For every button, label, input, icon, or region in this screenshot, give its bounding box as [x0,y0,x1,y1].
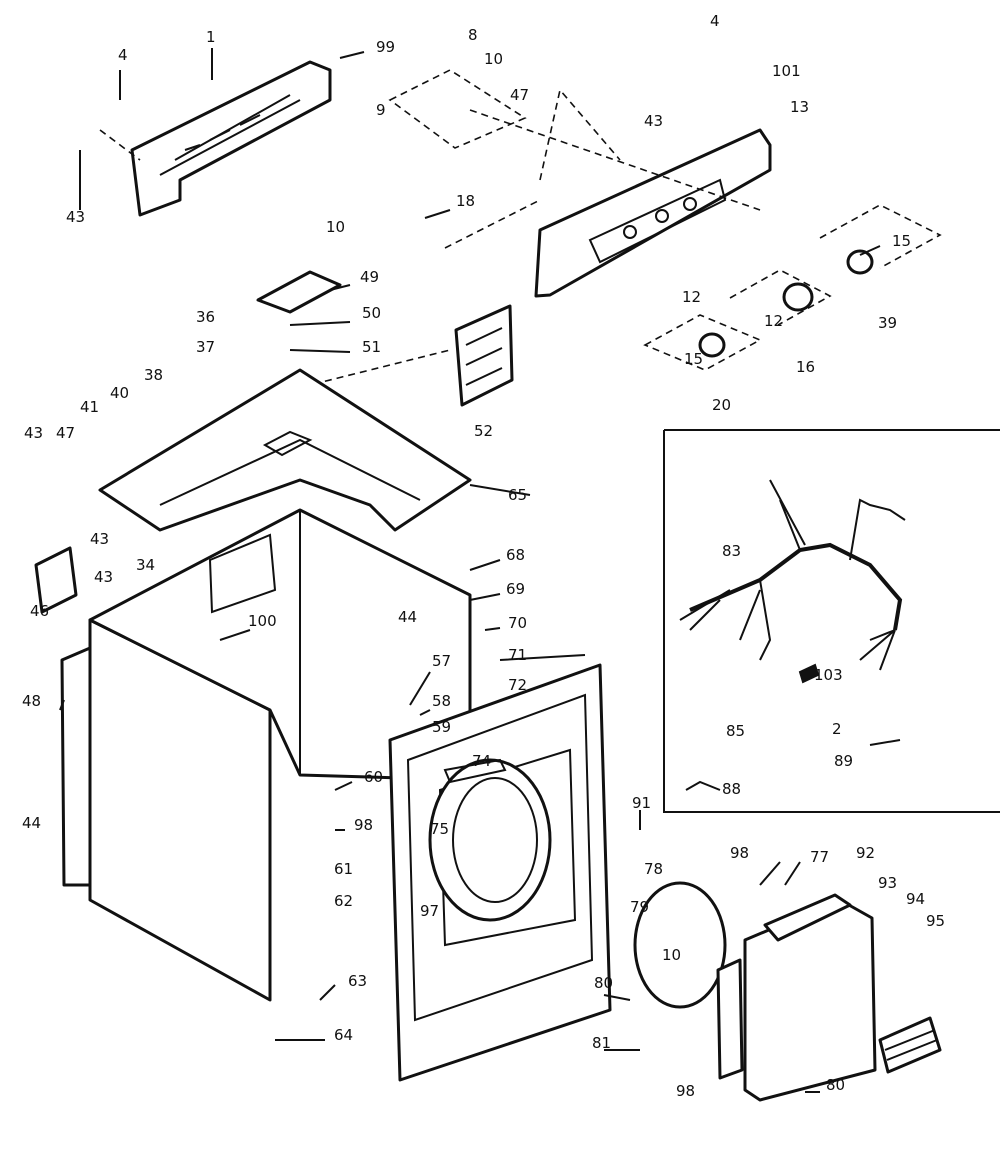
part-number-label: 12 [682,288,701,306]
leader-lines [59,48,881,1093]
part-number-label: 12 [764,312,783,330]
part-number-label: 91 [632,794,651,812]
part-number-label: 43 [644,112,663,130]
part-number-label: 98 [730,844,749,862]
part-number-label: 79 [630,898,649,916]
part-number-label: 103 [814,666,843,684]
cabinet [88,508,472,1002]
part-number-label: 43 [66,208,85,226]
rear-brackets [34,546,92,887]
part-number-label: 98 [676,1082,695,1100]
part-number-label: 98 [354,816,373,834]
part-number-label: 9 [376,101,386,119]
part-number-label: 88 [722,780,741,798]
part-number-label: 72 [508,676,527,694]
part-number-label: 100 [248,612,277,630]
console-bracket [130,60,332,217]
door-seal [428,758,552,922]
part-number-label: 43 [94,568,113,586]
part-number-label: 77 [810,848,829,866]
part-number-label: 51 [362,338,381,356]
part-number-label: 70 [508,614,527,632]
part-number-label: 44 [398,608,417,626]
part-number-label: 71 [508,646,527,664]
part-number-label: 38 [144,366,163,384]
part-number-label: 58 [432,692,451,710]
part-number-label: 85 [726,722,745,740]
part-number-label: 94 [906,890,925,908]
door-assembly [716,893,942,1102]
timer-knob [698,249,874,358]
part-number-label: 43 [90,530,109,548]
part-number-label: 8 [468,26,478,44]
part-number-label: 16 [796,358,815,376]
part-number-label: 50 [362,304,381,322]
part-number-label: 68 [506,546,525,564]
part-number-label: 89 [834,752,853,770]
part-number-label: 99 [376,38,395,56]
wiring-harness-inset [663,429,1000,813]
part-number-label: 4 [118,46,128,64]
part-number-label: 93 [878,874,897,892]
door-ring [633,881,727,1009]
part-number-label: 64 [334,1026,353,1044]
part-number-label: 10 [662,946,681,964]
part-number-label: 65 [508,486,527,504]
part-number-label: 57 [432,652,451,670]
part-number-label: 80 [594,974,613,992]
lint-filter-cover [256,270,342,314]
part-number-label: 20 [712,396,731,414]
part-number-label: 36 [196,308,215,326]
part-number-label: 44 [22,814,41,832]
part-number-label: 74 [472,752,491,770]
part-number-label: 69 [506,580,525,598]
part-number-label: 15 [684,350,703,368]
part-number-label: 13 [790,98,809,116]
part-number-label: 83 [722,542,741,560]
part-number-label: 101 [772,62,801,80]
part-number-label: 47 [510,86,529,104]
part-number-label: 40 [110,384,129,402]
part-number-label: 62 [334,892,353,910]
part-number-label: 2 [832,720,842,738]
part-number-label: 43 [24,424,43,442]
part-number-label: 97 [420,902,439,920]
top-cover [98,368,472,532]
part-number-label: 4 [710,12,720,30]
part-number-label: 49 [360,268,379,286]
part-number-label: 80 [826,1076,845,1094]
part-number-label: 34 [136,556,155,574]
control-panel [534,128,772,298]
part-number-label: 18 [456,192,475,210]
part-number-label: 95 [926,912,945,930]
part-number-label: 75 [430,820,449,838]
part-number-label: 15 [892,232,911,250]
part-number-label: 81 [592,1034,611,1052]
part-number-label: 10 [326,218,345,236]
part-number-label: 41 [80,398,99,416]
part-number-label: 39 [878,314,897,332]
part-number-label: 46 [30,602,49,620]
lint-screen [454,304,514,407]
part-number-label: 47 [56,424,75,442]
part-number-label: 1 [206,28,216,46]
part-number-label: 92 [856,844,875,862]
part-number-label: 48 [22,692,41,710]
part-number-label: 10 [484,50,503,68]
part-number-label: 61 [334,860,353,878]
part-number-label: 78 [644,860,663,878]
part-number-label: 60 [364,768,383,786]
part-number-label: 59 [432,718,451,736]
part-number-label: 63 [348,972,367,990]
part-number-label: 37 [196,338,215,356]
part-number-label: 52 [474,422,493,440]
